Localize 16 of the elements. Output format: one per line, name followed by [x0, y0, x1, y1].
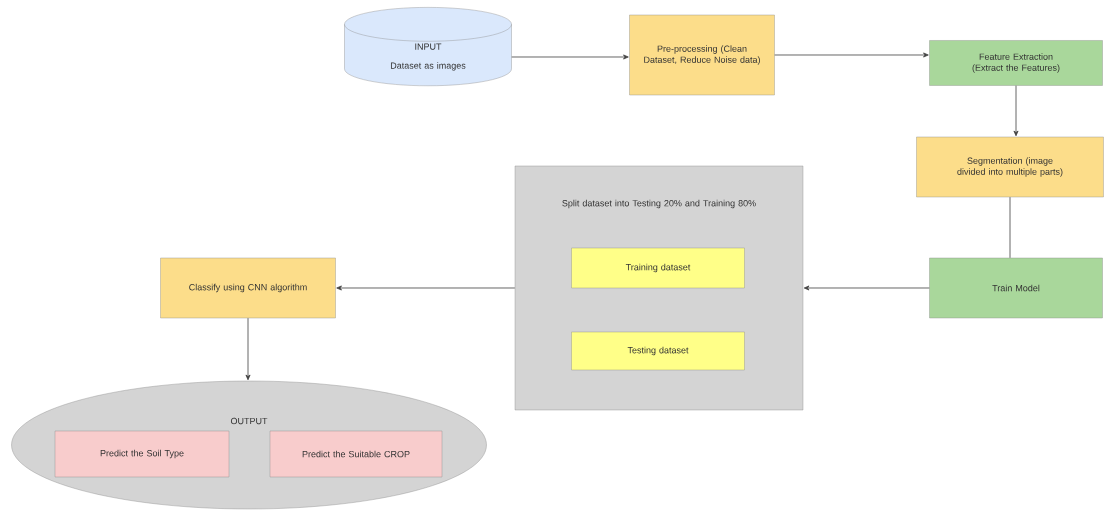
- process-box: Testing dataset: [571, 331, 745, 371]
- process-box: Segmentation (image divided into multiple parts): [916, 136, 1104, 198]
- result-box: Predict the Soil Type: [54, 430, 230, 478]
- process-box: Classify using CNN algorithm: [160, 257, 336, 319]
- process-box: Pre-processing (Clean Dataset, Reduce Noise data): [629, 14, 775, 96]
- database-cylinder: INPUT Dataset as images: [344, 7, 512, 86]
- process-box: Feature Extraction (Extract the Features): [929, 40, 1103, 86]
- arrow: [511, 54, 629, 60]
- process-box: Train Model: [929, 257, 1103, 319]
- arrow: [245, 317, 251, 381]
- arrow: [1013, 85, 1019, 137]
- process-box: Training dataset: [571, 247, 745, 289]
- arrow: [774, 52, 929, 58]
- arrow: [803, 285, 930, 291]
- result-box: Predict the Suitable CROP: [269, 430, 443, 478]
- arrow: [336, 285, 516, 291]
